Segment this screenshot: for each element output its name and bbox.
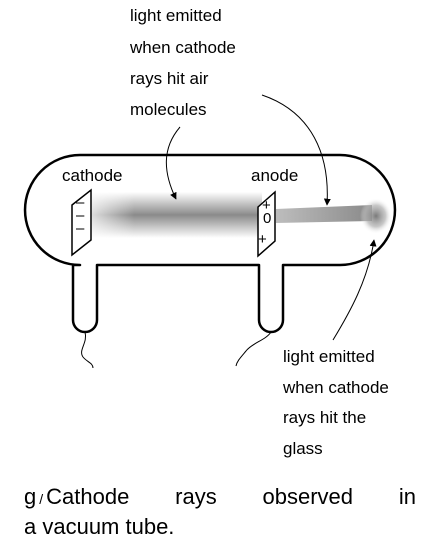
- air-light-arrow: [165, 126, 181, 200]
- caption-word: in: [398, 484, 416, 509]
- cathode-minus-sign: –: [76, 207, 85, 224]
- anode-plus-sign: +: [258, 231, 267, 248]
- annotation-line: light emitted: [130, 6, 222, 25]
- cathode-plate: [71, 188, 92, 257]
- caption-line: g/Cathode rays observed in: [24, 483, 416, 513]
- cathode-minus-sign: –: [76, 220, 85, 237]
- anode-lead-wire: [235, 331, 272, 367]
- caption-word: rays: [175, 484, 217, 509]
- glass-tube: [23, 153, 397, 334]
- caption-word: Cathode: [46, 484, 130, 509]
- caption-separator: /: [39, 491, 44, 507]
- cathode-minus-sign: –: [76, 194, 85, 211]
- glass-light-arrow: [332, 239, 377, 341]
- ray-through-anode: [276, 205, 372, 223]
- anode-plus-sign: +: [262, 197, 271, 214]
- anode-plate: [257, 190, 276, 258]
- annotation-line: when cathode: [282, 378, 389, 397]
- figure-letter: g: [24, 484, 37, 509]
- caption-lead: g/Cathode: [24, 483, 129, 513]
- vacuum-tube-diagram: – – – + 0 + cathode anode light emitted …: [23, 6, 397, 458]
- glass-light-annotation: light emitted when cathode rays hit the …: [282, 347, 394, 458]
- annotation-line: rays hit the: [283, 408, 366, 427]
- anode-label: anode: [251, 166, 298, 185]
- caption-line: a vacuum tube.: [24, 514, 175, 539]
- cathode-lead-wire: [81, 331, 94, 369]
- annotation-line: molecules: [130, 100, 207, 119]
- annotation-line: glass: [283, 439, 323, 458]
- caption-word: observed: [262, 484, 354, 509]
- annotation-line: light emitted: [283, 347, 375, 366]
- air-light-annotation: light emitted when cathode rays hit air …: [129, 6, 241, 119]
- air-light-arrow: [261, 94, 331, 206]
- cathode-label: cathode: [62, 166, 123, 185]
- anode-hole: 0: [263, 210, 271, 227]
- annotation-line: rays hit air: [130, 69, 209, 88]
- figure-caption: g/Cathode rays observed in a vacuum tube…: [24, 483, 416, 540]
- annotation-line: when cathode: [129, 38, 236, 57]
- glass-glow: [360, 198, 392, 234]
